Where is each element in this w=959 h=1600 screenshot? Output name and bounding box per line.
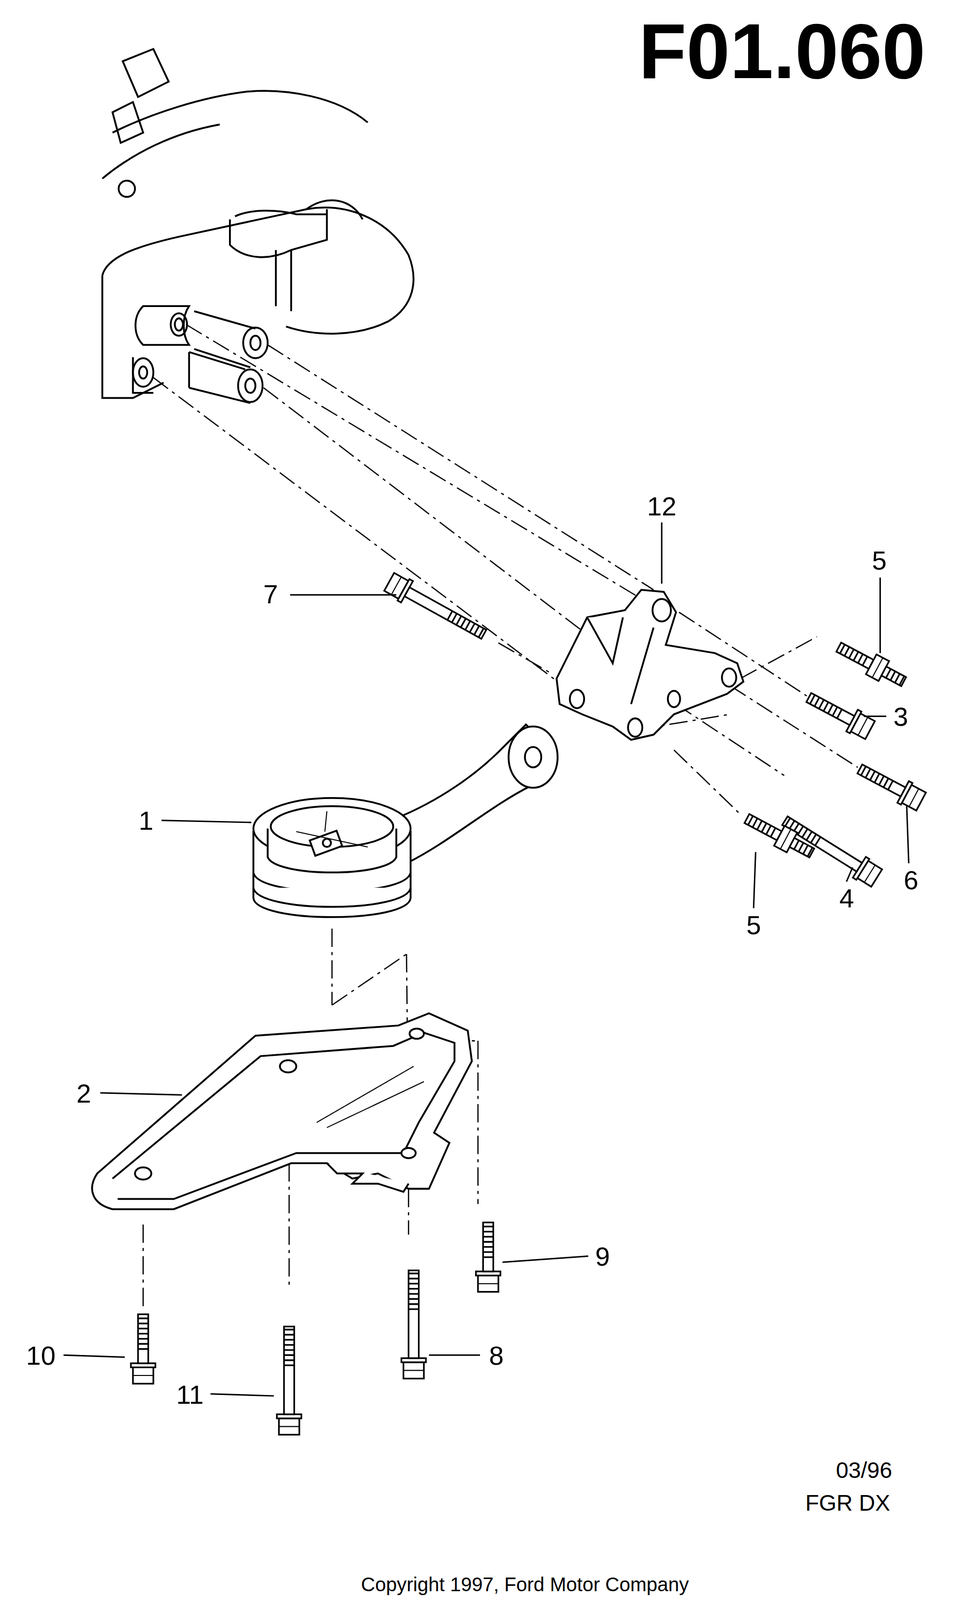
bracket <box>556 589 744 740</box>
callout-number: 5 <box>870 546 889 575</box>
leader-lines <box>63 522 909 1397</box>
callout-number: 11 <box>174 1381 206 1410</box>
callout-number: 7 <box>261 580 280 609</box>
callout-number: 8 <box>486 1342 506 1371</box>
callout-number: 4 <box>837 884 856 913</box>
copyright-caption: Copyright 1997, Ford Motor Company <box>358 1574 691 1596</box>
drawing-code: FGR DX <box>803 1491 893 1516</box>
engine-mount <box>253 724 558 918</box>
callout-number: 5 <box>744 911 764 940</box>
mounting-plate <box>92 1013 473 1210</box>
callout-number: 3 <box>891 703 911 731</box>
fasteners <box>130 571 927 1436</box>
callout-number: 2 <box>74 1080 93 1108</box>
callout-number: 6 <box>901 866 921 895</box>
drawing-code: 03/96 <box>833 1459 895 1483</box>
callout-number: 1 <box>136 807 156 835</box>
callout-number: 12 <box>645 492 679 521</box>
transmission-housing <box>102 48 414 403</box>
callout-number: 10 <box>24 1342 58 1371</box>
callout-number: 9 <box>593 1243 612 1272</box>
diagram-title: F01.060 <box>636 10 928 93</box>
